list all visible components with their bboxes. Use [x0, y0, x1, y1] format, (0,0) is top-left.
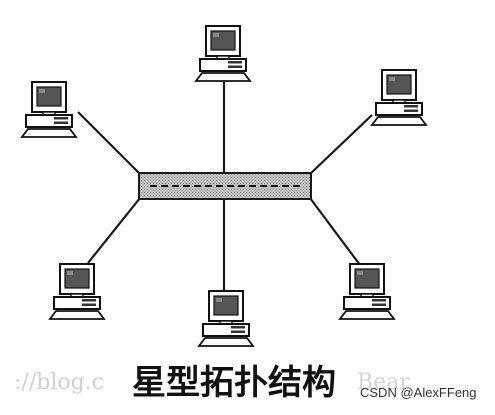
connection-lines [77, 80, 373, 290]
link-upper-right [309, 114, 373, 175]
link-upper-left [77, 111, 141, 175]
diagram-caption: 星型拓扑结构 [132, 363, 336, 403]
link-lower-left [87, 197, 141, 264]
central-hub [138, 172, 312, 200]
pc-lower-left-icon [49, 263, 105, 320]
pc-upper-right-icon [371, 69, 427, 126]
pc-upper-left-icon [21, 81, 77, 138]
link-lower-right [309, 197, 361, 266]
watermark-right: Bear [357, 370, 410, 395]
watermark-url: ://blog.c [14, 370, 104, 395]
pc-top-icon [195, 25, 251, 82]
pc-lower-right-icon [339, 263, 395, 320]
pc-bottom-icon [198, 290, 254, 347]
csdn-credit: CSDN @AlexFFeng [360, 385, 477, 400]
